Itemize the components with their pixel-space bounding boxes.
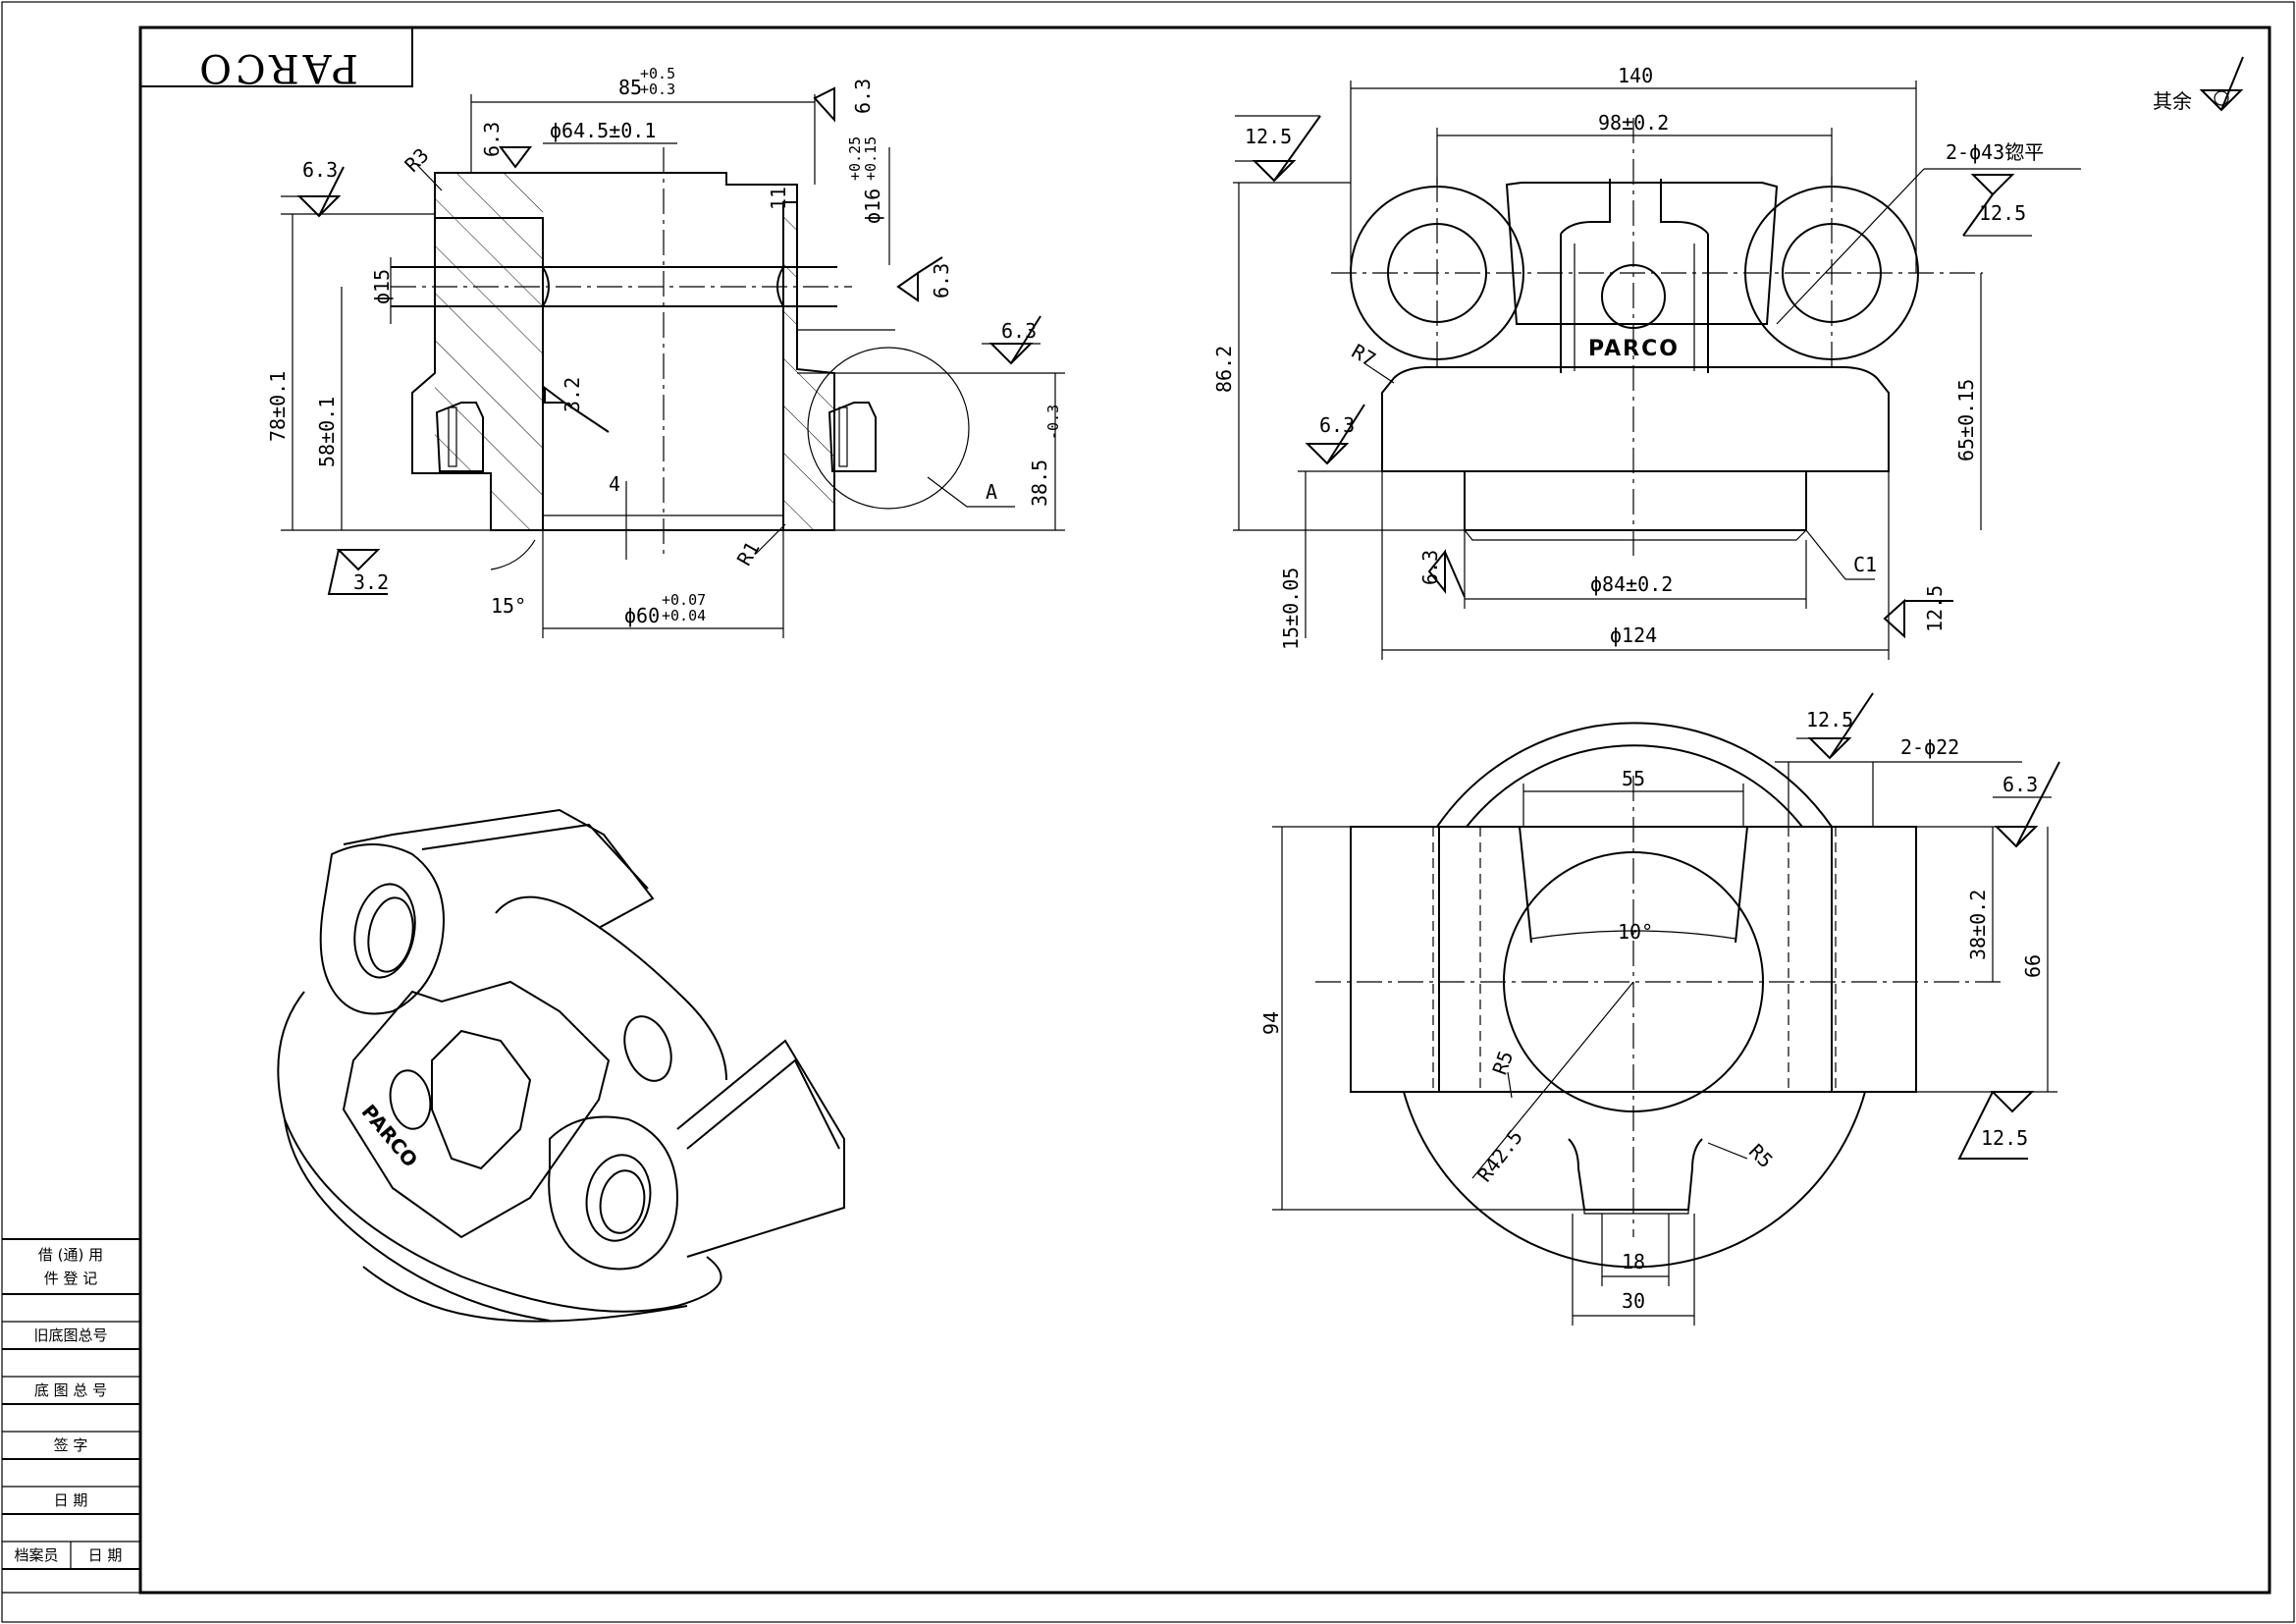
dim-140: 140 (1618, 64, 1653, 87)
ra-6-3-topright: 6.3 (851, 79, 875, 114)
dim-ring-tol-up: +0.25 (846, 136, 864, 181)
dim-38: 38±0.2 (1966, 890, 1990, 960)
front-view: PARCO 140 98±0.2 2-ϕ43锪平 12.5 (1212, 64, 2081, 660)
dim-85-tol-dn: +0.3 (640, 81, 675, 98)
ra-12-5-plan-bottom: 12.5 (1981, 1126, 2028, 1150)
dim-r3: R3 (400, 143, 433, 177)
dim-385-tol: -0.3 (1044, 405, 1062, 440)
reg-row-4: 签 字 (54, 1436, 88, 1454)
note-other: 其余 (2153, 89, 2192, 113)
dim-85: 85 (618, 76, 642, 99)
dim-r7: R7 (1348, 339, 1380, 371)
dim-bottom-tol-up: +0.07 (662, 591, 706, 609)
reg-row-2: 旧底图总号 (33, 1326, 107, 1344)
ra-6-3-wall: 6.3 (480, 122, 504, 157)
plan-view: 55 12.5 2-ϕ22 6.3 10° 38±0.2 66 94 R5 (1259, 692, 2060, 1326)
reg-row-6b: 日 期 (88, 1546, 123, 1564)
ra-3-2-bore: 3.2 (561, 377, 584, 412)
dim-30: 30 (1622, 1289, 1645, 1313)
reg-row-3: 底 图 总 号 (34, 1381, 107, 1399)
dim-bore-645: ϕ64.5±0.1 (550, 119, 656, 142)
ra-6-3-far: 6.3 (1001, 319, 1037, 343)
drawing-frame (138, 26, 2271, 1595)
ra-6-3-plan: 6.3 (2002, 773, 2038, 796)
dim-862: 86.2 (1212, 346, 1236, 393)
dim-bottom-60: ϕ60 (624, 604, 660, 627)
ra-6-3-front: 6.3 (1319, 413, 1355, 437)
dim-ring-tol-dn: +0.15 (862, 136, 880, 181)
dim-84: ϕ84±0.2 (1590, 572, 1673, 596)
dim-15: 15±0.05 (1279, 568, 1303, 650)
dim-18: 18 (1622, 1250, 1645, 1273)
dim-r5-left: R5 (1488, 1048, 1519, 1078)
ra-12-5-right: 12.5 (1979, 201, 2026, 225)
ra-12-5-left: 12.5 (1245, 125, 1292, 148)
dim-2-22: 2-ϕ22 (1900, 735, 1959, 759)
reg-row-6a: 档案员 (14, 1546, 58, 1564)
ra-6-3-bottom: 6.3 (1418, 550, 1442, 585)
dim-r425: R42.5 (1472, 1125, 1527, 1186)
dim-r1: R1 (732, 537, 765, 569)
dim-4: 4 (609, 472, 620, 496)
ra-6-3-left: 6.3 (302, 158, 338, 182)
dim-94: 94 (1259, 1011, 1283, 1035)
dim-85-tol-up: +0.5 (640, 65, 675, 82)
dim-ring-16: ϕ16 (861, 189, 884, 224)
dim-65: 65±0.15 (1954, 379, 1978, 461)
ra-12-5-top: 12.5 (1806, 708, 1853, 731)
iso-logo: PARCO (357, 1100, 423, 1171)
dim-78: 78±0.1 (266, 371, 290, 442)
detail-a: A (986, 480, 997, 504)
general-roughness-note: 其余 (2153, 56, 2244, 113)
dim-55: 55 (1622, 767, 1645, 790)
dim-15deg: 15° (491, 594, 526, 618)
dim-385: 38.5 (1028, 460, 1051, 507)
title-block: PARCO (139, 27, 413, 90)
dim-11: 11 (767, 187, 790, 210)
section-view: A 85 +0.5 +0.3 ϕ64.5±0.1 R3 6.3 6.3 6.3 … (266, 65, 1065, 638)
dim-10deg: 10° (1618, 920, 1653, 944)
dim-98: 98±0.2 (1598, 111, 1669, 135)
dim-2-43: 2-ϕ43锪平 (1946, 140, 2044, 164)
reg-row-5: 日 期 (54, 1491, 88, 1509)
dim-124: ϕ124 (1610, 623, 1657, 647)
reg-row-1b: 件 登 记 (44, 1270, 98, 1287)
dim-c1: C1 (1853, 553, 1877, 576)
isometric-view: PARCO (277, 808, 845, 1323)
ra-12-5-bottom: 12.5 (1923, 585, 1947, 632)
registration-block: 借 (通) 用 件 登 记 旧底图总号 底 图 总 号 签 字 日 期 档案员 … (2, 1238, 140, 1570)
ra-6-3-right: 6.3 (930, 263, 953, 298)
ra-3-2-bottom: 3.2 (353, 570, 389, 594)
dim-58: 58±0.1 (315, 397, 339, 467)
dim-hole-15: ϕ15 (370, 269, 394, 304)
reg-row-1: 借 (通) 用 (38, 1246, 103, 1264)
dim-bottom-tol-dn: +0.04 (662, 607, 706, 624)
dim-66: 66 (2021, 954, 2045, 978)
brand-title: PARCO (195, 45, 358, 90)
dim-r5-right: R5 (1744, 1139, 1778, 1172)
